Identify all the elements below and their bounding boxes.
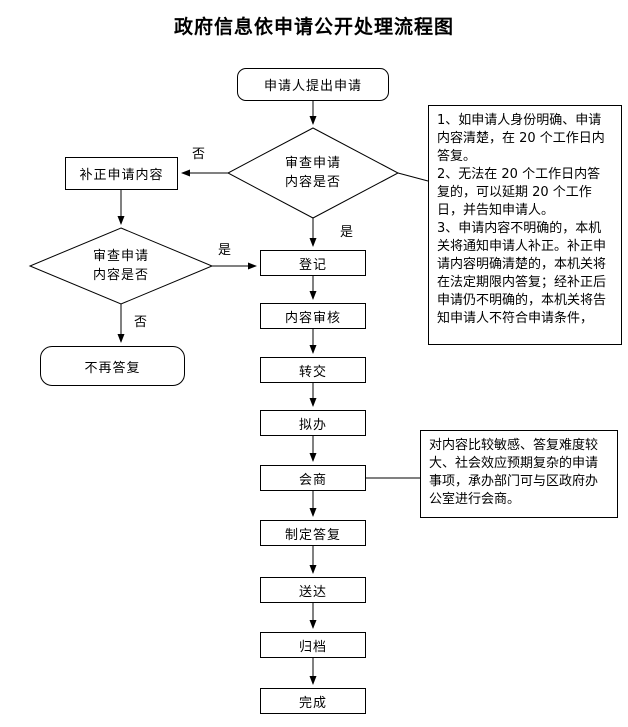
- annotation-deadline-rules: 1、如申请人身份明确、申请内容清楚，在 20 个工作日内答复。 2、无法在 20…: [428, 105, 622, 345]
- no-reply-node: 不再答复: [40, 346, 185, 386]
- decision-review-2-label: 审查申请 内容是否: [92, 249, 149, 283]
- annotation-consult-rules: 对内容比较敏感、答复难度较大、社会效应预期复杂的申请事项，承办部门可与区政府办公…: [420, 430, 618, 518]
- edge-label-no-bottom: 否: [132, 311, 150, 330]
- page-title: 政府信息依申请公开处理流程图: [173, 17, 454, 38]
- step-archive: 归档: [260, 632, 366, 658]
- step-draft: 拟办: [260, 410, 366, 436]
- step-complete: 完成: [260, 688, 366, 714]
- decision-review-1-label: 审查申请 内容是否: [284, 156, 341, 190]
- step-deliver: 送达: [260, 577, 366, 603]
- correct-content-node: 补正申请内容: [65, 157, 178, 190]
- step-consult: 会商: [260, 465, 366, 491]
- step-make-reply: 制定答复: [260, 520, 366, 546]
- edge-label-yes-right: 是: [216, 239, 234, 258]
- step-content-review: 内容审核: [260, 303, 366, 329]
- step-transfer: 转交: [260, 357, 366, 383]
- edge-label-yes-mid: 是: [338, 221, 356, 240]
- edge-label-no-top: 否: [190, 143, 208, 162]
- start-node: 申请人提出申请: [237, 68, 389, 101]
- step-register: 登记: [260, 250, 366, 276]
